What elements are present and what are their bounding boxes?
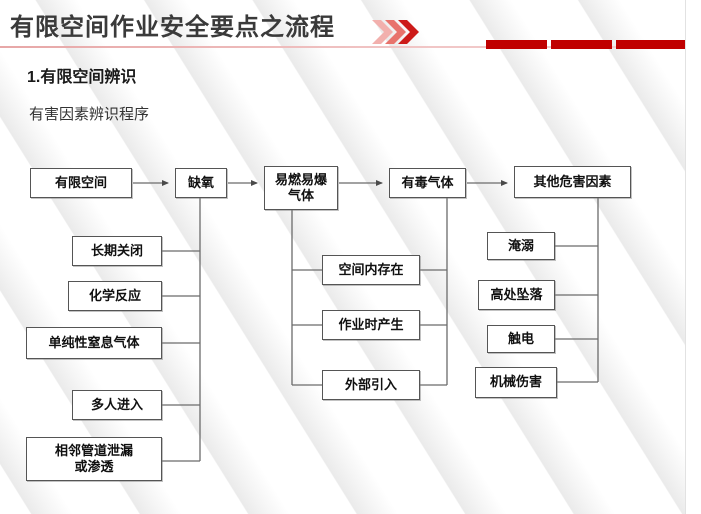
flow-node-generated-during-work: 作业时产生 [322, 310, 420, 340]
page-title: 有限空间作业安全要点之流程 [10, 14, 335, 41]
flow-node-oxygen-deficiency: 缺氧 [175, 168, 227, 198]
section-heading: 1.有限空间辨识 [27, 69, 137, 86]
flow-node-toxic-gas: 有毒气体 [389, 168, 466, 198]
header-accent-block-2 [551, 40, 612, 49]
flow-node-other-hazards: 其他危害因素 [514, 166, 631, 198]
flow-node-chemical-reaction: 化学反应 [68, 281, 162, 311]
right-margin-gutter [685, 0, 701, 514]
flow-node-confined-space: 有限空间 [30, 168, 132, 198]
flow-node-drowning: 淹溺 [487, 232, 555, 260]
flow-node-mechanical-injury: 机械伤害 [475, 367, 557, 398]
triple-chevron-right-icon [372, 19, 422, 45]
header-divider-line [0, 46, 686, 48]
flow-node-long-term-closed: 长期关闭 [72, 236, 162, 266]
flow-node-exists-in-space: 空间内存在 [322, 255, 420, 285]
flow-node-fall-from-height: 高处坠落 [478, 280, 555, 310]
header-accent-block-1 [486, 40, 547, 49]
slide-header: 有限空间作业安全要点之流程 [0, 0, 701, 52]
header-accent-block-3 [616, 40, 685, 49]
flow-node-multiple-people-entry: 多人进入 [72, 390, 162, 420]
flow-node-electric-shock: 触电 [487, 325, 555, 353]
section-subtitle: 有害因素辨识程序 [29, 106, 150, 123]
flow-node-introduced-externally: 外部引入 [322, 370, 420, 400]
flow-node-flammable-explosive-gas: 易燃易爆气体 [264, 166, 338, 210]
flow-node-simple-asphyxiant-gas: 单纯性窒息气体 [26, 327, 162, 359]
flow-node-adjacent-pipe-leak: 相邻管道泄漏或渗透 [26, 437, 162, 481]
